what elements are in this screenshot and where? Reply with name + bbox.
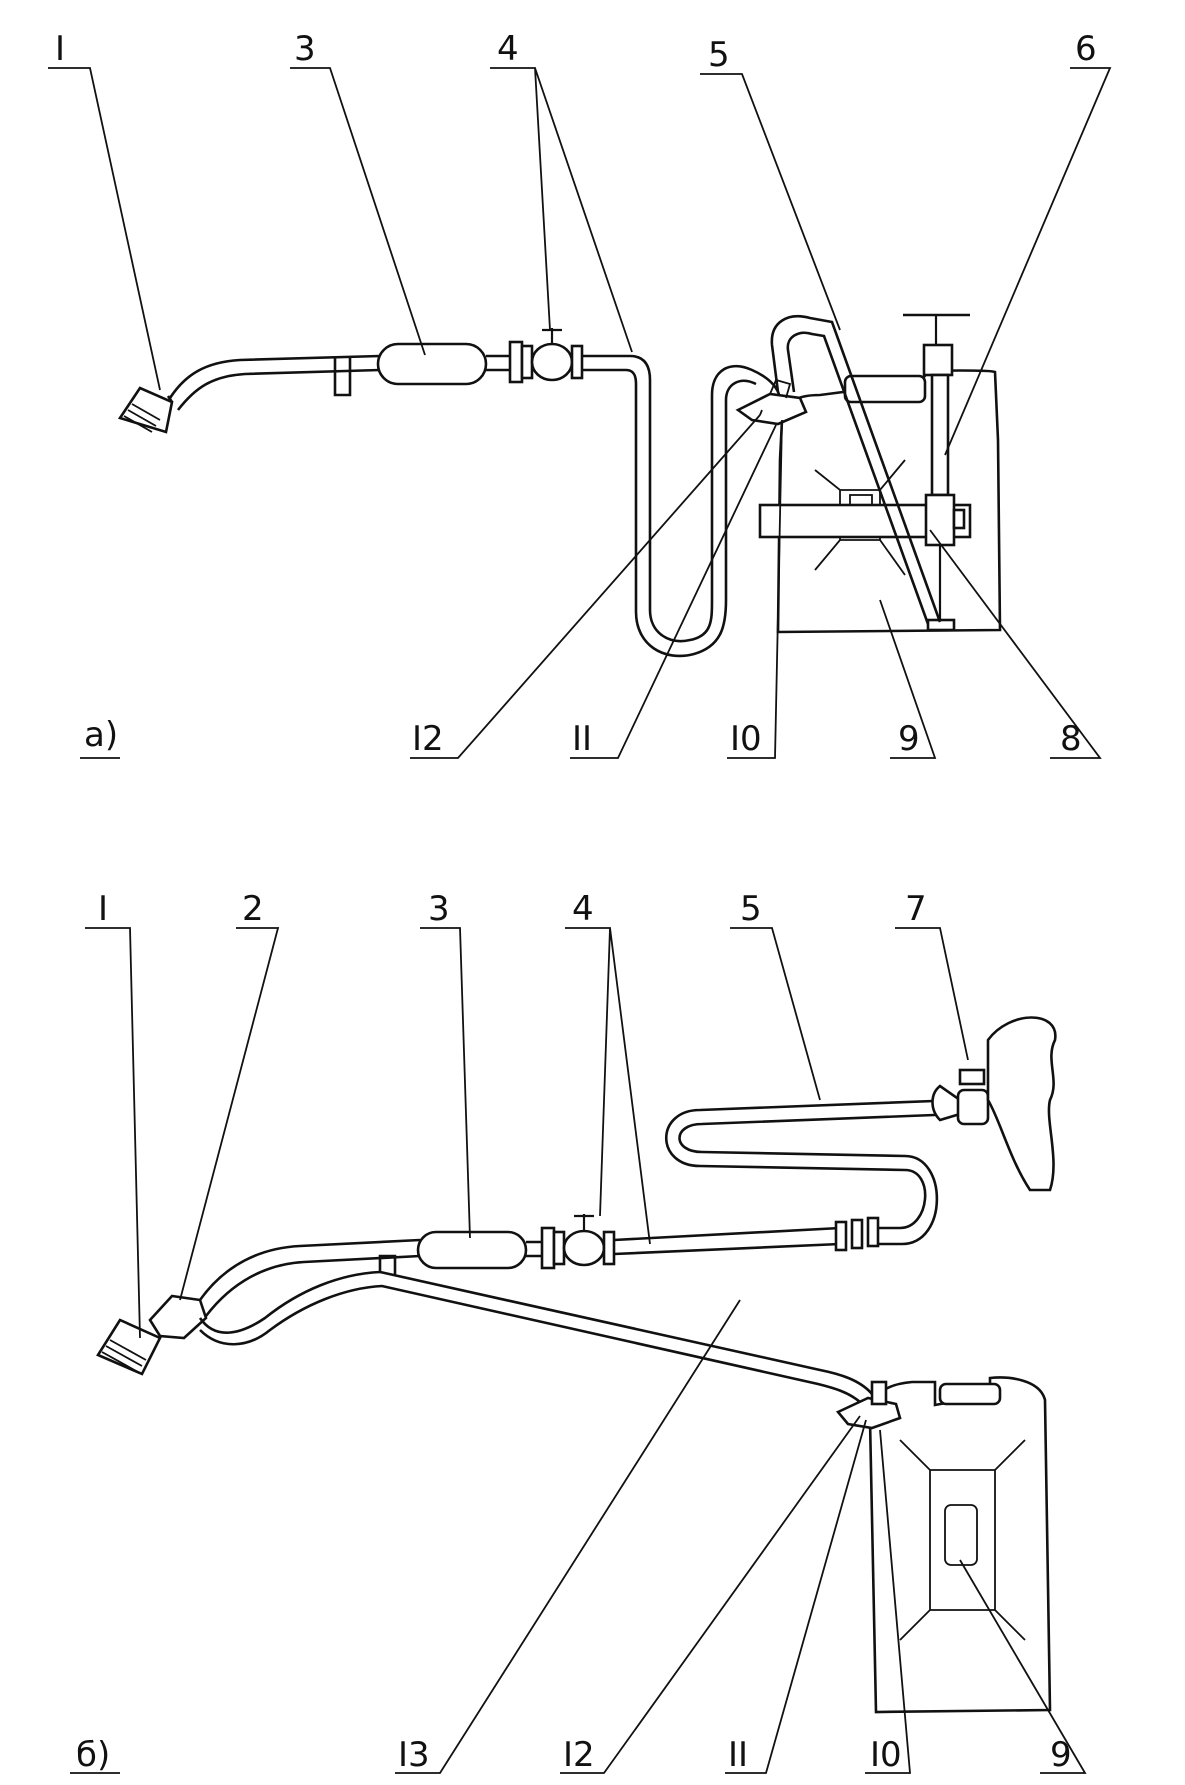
a-label-4: 4 [497,29,519,69]
b-coupling [834,1216,880,1252]
b-brush-nozzle [96,1318,162,1376]
a-label-8: 8 [1060,719,1082,759]
a-fitting-12 [735,378,808,426]
b-label-1: I [98,889,108,929]
panel-b: I 2 3 4 5 7 б) I3 I2 II I0 9 [70,889,1087,1775]
b-foot-pump-7 [931,1016,1057,1192]
b-fitting-12 [835,1380,902,1430]
b-label-3: 3 [428,889,450,929]
b-label-2: 2 [242,889,264,929]
b-leader-lines [70,927,1087,1774]
b-valve-4 [540,1214,616,1270]
a-lance-pipe [168,354,381,411]
a-caption: а) [84,715,118,755]
a-branch-stub [333,358,352,397]
a-leader-lines [48,67,1112,759]
a-label-3: 3 [294,29,316,69]
a-label-6: 6 [1075,29,1097,69]
a-valve-4 [508,328,584,384]
a-pump-6 [903,313,970,632]
a-hose-11 [582,354,782,658]
b-label-7: 7 [905,889,927,929]
b-label-12: I2 [563,1735,595,1775]
b-part-3-body [416,1230,528,1270]
a-part-3-body [376,342,488,386]
b-label-11: II [728,1735,748,1775]
b-label-9: 9 [1050,1735,1072,1775]
b-label-10: I0 [870,1735,902,1775]
b-label-4: 4 [572,889,594,929]
a-hose-5 [770,315,942,625]
b-part-2 [148,1294,208,1340]
a-label-11: II [572,719,592,759]
a-label-12: I2 [412,719,444,759]
b-caption: б) [76,1735,110,1775]
a-label-1: I [55,29,65,69]
panel-a: I 3 4 5 6 а) I2 II I0 9 8 [48,29,1112,759]
a-label-10: I0 [730,719,762,759]
a-label-9: 9 [898,719,920,759]
b-hose-13 [198,1270,873,1404]
a-brush-nozzle [117,386,174,434]
b-label-5: 5 [740,889,762,929]
b-canister-9 [868,1376,1052,1714]
a-label-5: 5 [708,35,730,75]
b-label-13: I3 [398,1735,430,1775]
b-lance-upper [198,1238,421,1317]
b-hose-5 [613,1226,841,1256]
